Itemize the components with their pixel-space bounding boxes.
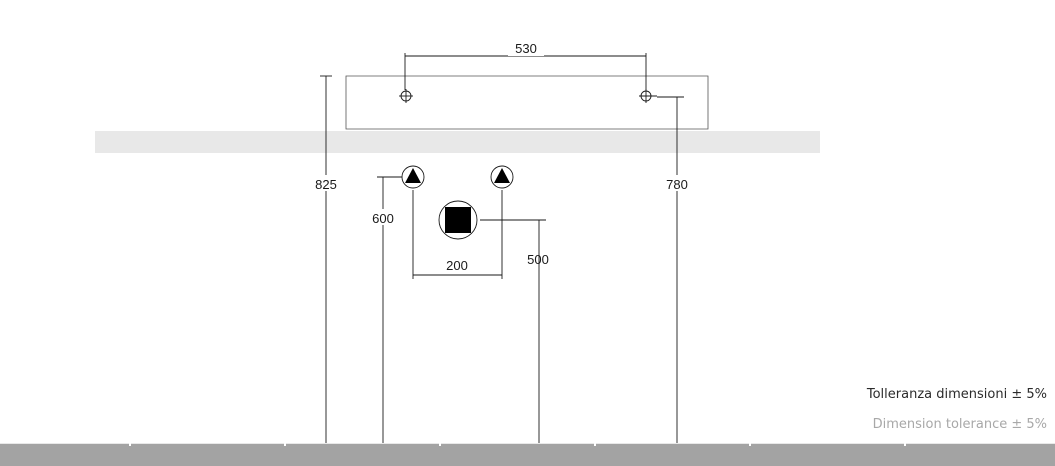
label-200: 200 (446, 258, 468, 273)
crosshair-circle-icon (639, 89, 657, 103)
dimension-780 (657, 96, 684, 443)
dimension-200 (412, 190, 503, 279)
dimension-500 (480, 219, 546, 443)
tolerance-note-english: Dimension tolerance ± 5% (872, 417, 1047, 432)
basin-outline (345, 75, 709, 130)
label-500: 500 (527, 252, 549, 267)
square-in-circle-icon (438, 200, 478, 240)
floor (0, 443, 1055, 466)
tolerance-note-italian: Tolleranza dimensioni ± 5% (866, 387, 1047, 402)
triangle-in-circle-icon (490, 165, 514, 189)
label-530: 530 (515, 41, 537, 56)
label-600: 600 (372, 211, 394, 226)
label-780: 780 (666, 177, 688, 192)
crosshair-circle-icon (399, 89, 413, 103)
label-825: 825 (315, 177, 337, 192)
triangle-in-circle-icon (401, 165, 425, 189)
countertop-band (95, 131, 820, 153)
dimension-825 (320, 75, 332, 443)
dimension-530 (404, 53, 647, 90)
